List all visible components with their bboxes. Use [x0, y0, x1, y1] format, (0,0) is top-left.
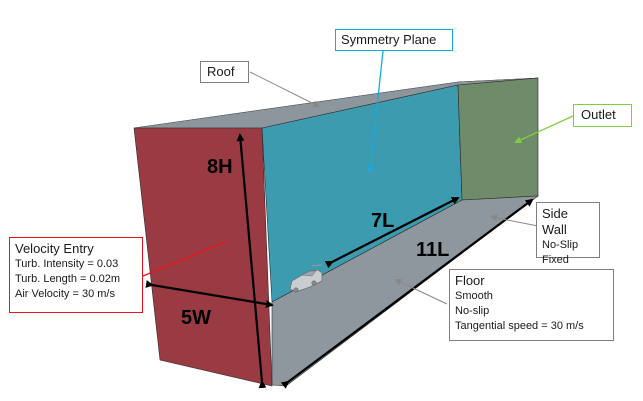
air-velocity: Air Velocity = 30 m/s — [15, 288, 115, 300]
total-length-arrow — [280, 198, 534, 389]
turbulence-intensity: Turb. Intensity = 0.03 — [15, 258, 119, 270]
floor-leader — [394, 278, 448, 305]
roof-callout: Roof — [200, 61, 249, 83]
floor-no-slip: No-slip — [455, 305, 490, 317]
floor-tangential-speed: Tangential speed = 30 m/s — [455, 320, 584, 332]
side-wall-title: Side Wall — [542, 206, 569, 237]
side-wall-callout: Side Wall No-Slip Fixed — [536, 202, 600, 266]
roof-title: Roof — [207, 64, 235, 79]
side-wall-fixed: Fixed — [542, 254, 569, 266]
floor-smooth: Smooth — [455, 290, 493, 302]
outlet-leader — [514, 115, 574, 144]
width-dimension-label: 5W — [181, 307, 211, 329]
floor-title: Floor — [455, 273, 485, 288]
outlet-callout: Outlet — [573, 104, 632, 127]
velocity-entry-callout: Velocity Entry Turb. Intensity = 0.03 Tu… — [9, 237, 143, 313]
outlet-title: Outlet — [581, 107, 616, 122]
outlet-face — [457, 77, 539, 201]
velocity-entry-title: Velocity Entry — [15, 241, 94, 256]
symmetry-leader — [367, 50, 384, 174]
upstream-length-label: 7L — [371, 210, 395, 232]
side-wall-leader — [490, 214, 539, 227]
velocity-entry-leader — [142, 241, 226, 277]
symmetry-plane-title: Symmetry Plane — [341, 32, 437, 47]
total-length-label: 11L — [416, 239, 450, 261]
turbulence-length: Turb. Length = 0.02m — [15, 273, 121, 285]
height-dimension-label: 8H — [207, 156, 233, 178]
side-wall-no-slip: No-Slip — [542, 239, 579, 251]
roof-leader — [249, 71, 320, 107]
height-dimension-arrow — [236, 133, 267, 389]
symmetry-plane-callout: Symmetry Plane — [335, 29, 453, 51]
width-dimension-arrow — [145, 280, 274, 308]
floor-callout: Floor Smooth No-slip Tangential speed = … — [449, 269, 614, 341]
